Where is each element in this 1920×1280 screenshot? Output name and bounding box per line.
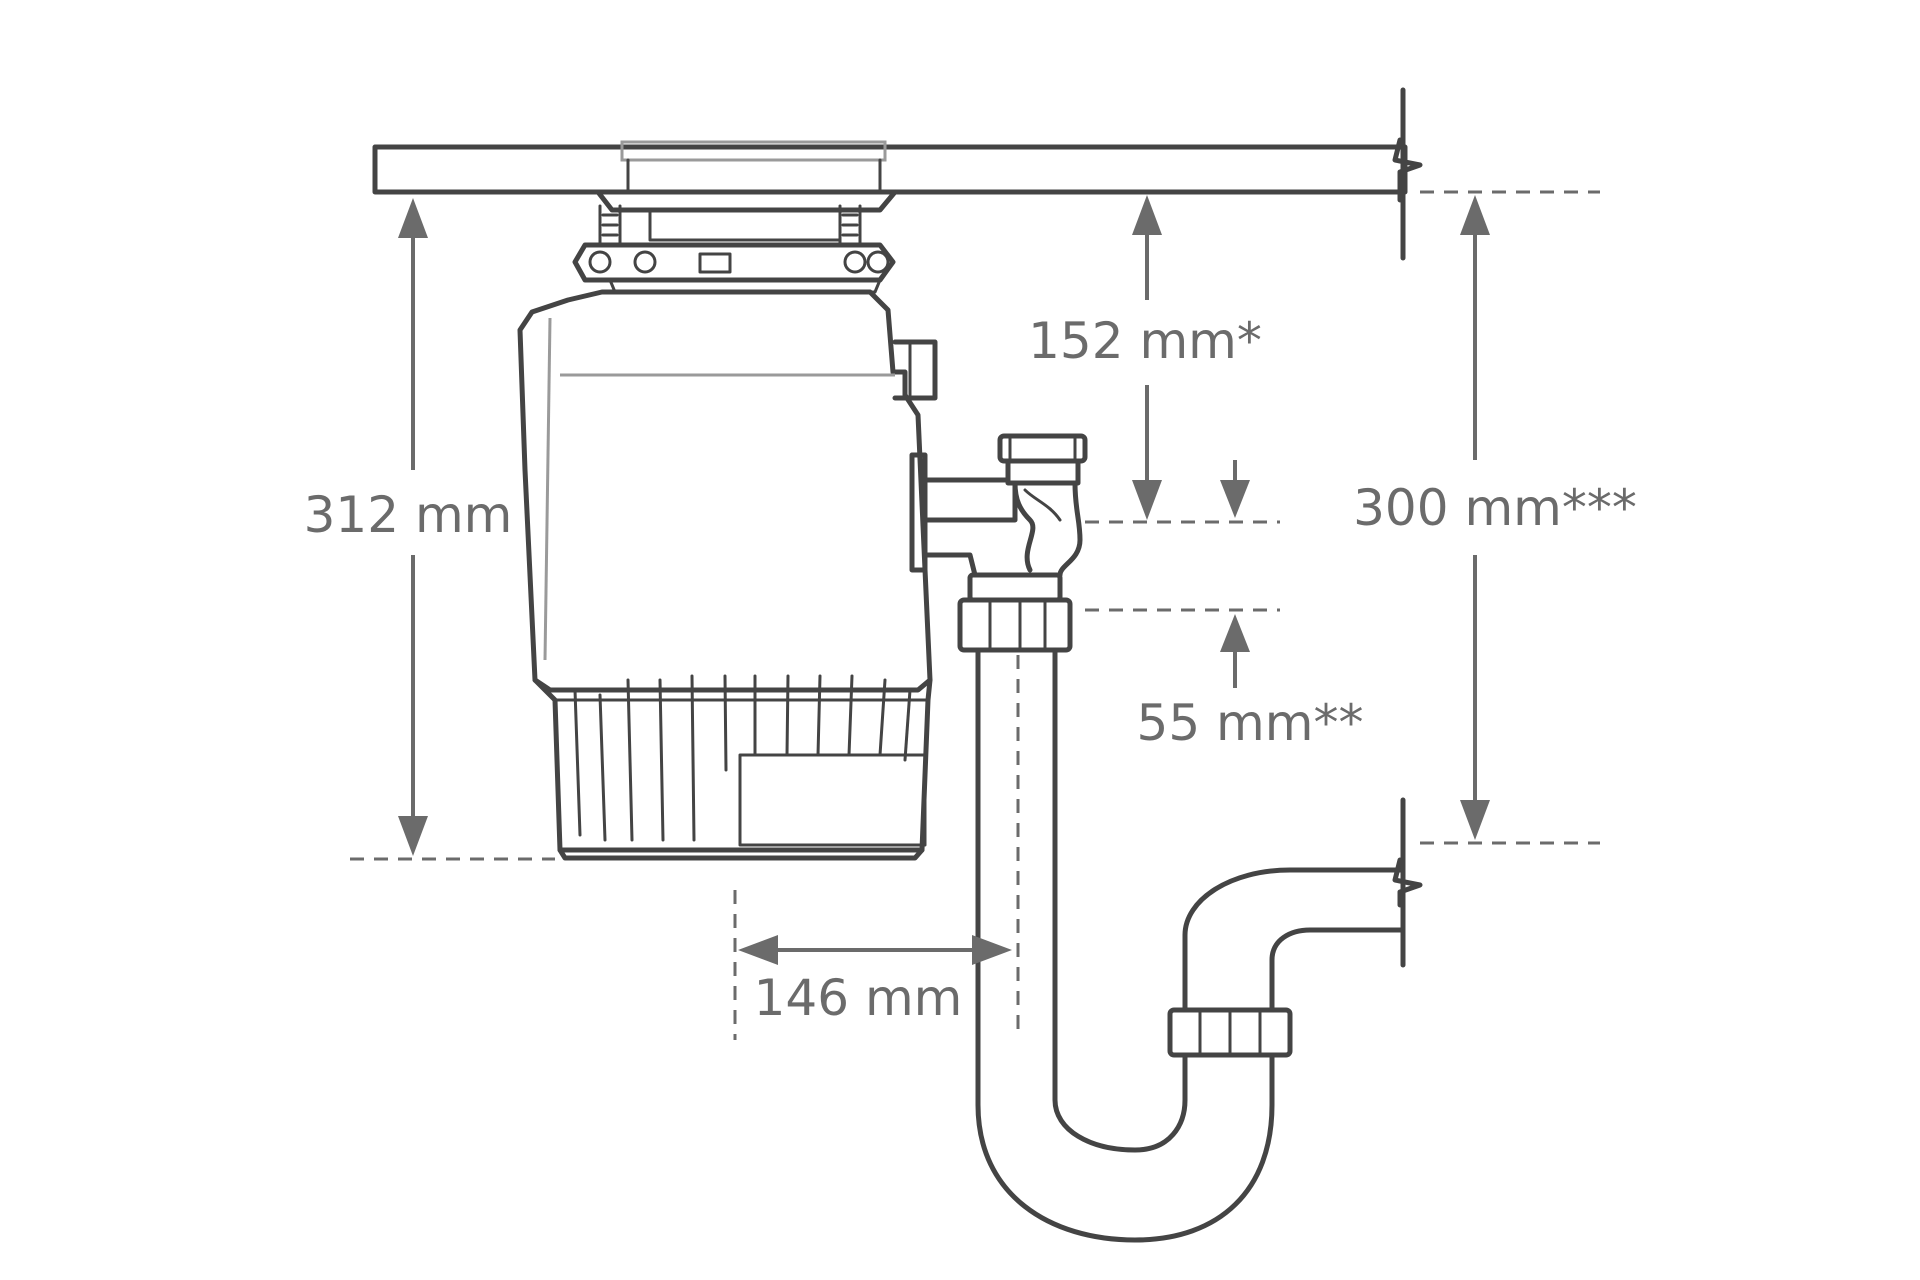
discharge-tube [909, 452, 1018, 578]
label-inlet-drop: 152 mm* [1028, 312, 1262, 370]
arrow-left-icon [738, 935, 778, 965]
arrow-up-icon [1220, 614, 1250, 652]
arrow-up-icon [398, 198, 428, 238]
arrow-down-icon [1460, 800, 1490, 840]
arrow-down-icon [1220, 480, 1250, 518]
disposer-body [517, 289, 938, 861]
label-height-total: 312 mm [304, 486, 513, 544]
dimension-146: 146 mm [738, 935, 1012, 1027]
arrow-down-icon [398, 816, 428, 856]
dimension-152: 152 mm* [1028, 195, 1262, 520]
label-horizontal-offset: 146 mm [754, 969, 963, 1027]
tee-fitting [957, 433, 1088, 653]
sink-flange [595, 140, 898, 247]
label-trap-height: 300 mm*** [1353, 479, 1637, 537]
dimension-300: 300 mm*** [1353, 195, 1637, 840]
arrow-up-icon [1460, 195, 1490, 235]
arrow-up-icon [1132, 195, 1162, 235]
p-trap [975, 647, 1423, 1243]
dimension-55: 55 mm** [1137, 460, 1364, 752]
reference-lines [350, 190, 1600, 1040]
mounting-ring [572, 242, 896, 294]
arrow-right-icon [972, 935, 1012, 965]
arrow-down-icon [1132, 480, 1162, 520]
label-outlet-offset: 55 mm** [1137, 694, 1364, 752]
dimension-312: 312 mm [304, 198, 513, 856]
countertop [372, 87, 1423, 261]
skirt-ribs [573, 674, 912, 842]
